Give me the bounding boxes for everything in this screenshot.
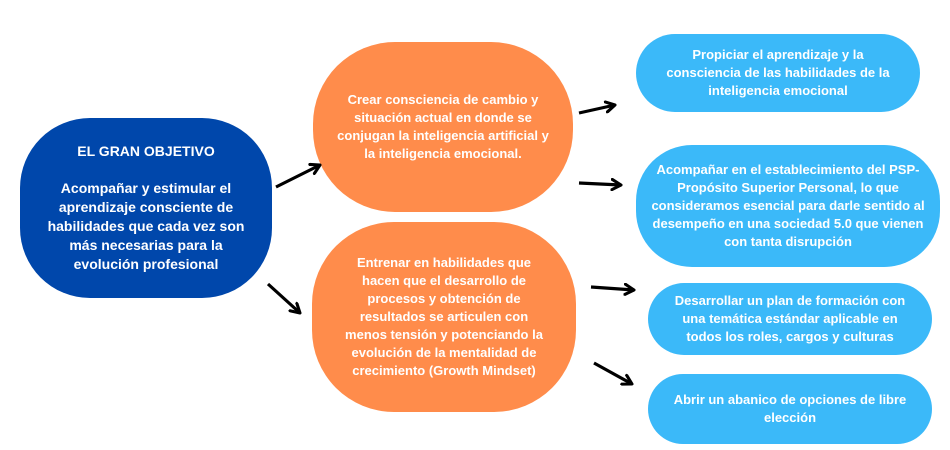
arrow-training-to-outcome-4 [593, 361, 632, 384]
main-objective-text: Acompañar y estimular el aprendizaje con… [47, 179, 245, 273]
arrow-main-to-awareness [275, 165, 320, 189]
middle-node-awareness: Crear consciencia de cambio y situación … [313, 42, 573, 212]
outcome-node-emotional-intelligence: Propiciar el aprendizaje y la conscienci… [636, 34, 920, 112]
outcome-node-options: Abrir un abanico de opciones de libre el… [648, 374, 932, 444]
outcome-text: Desarrollar un plan de formación con una… [674, 293, 906, 344]
arrow-awareness-to-outcome-1 [578, 105, 615, 115]
middle-node-training: Entrenar en habilidades que hacen que el… [312, 222, 576, 412]
outcome-node-psp: Acompañar en el establecimiento del PSP-… [636, 145, 940, 267]
main-objective-node: EL GRAN OBJETIVO Acompañar y estimular e… [20, 118, 272, 298]
outcome-node-training-plan: Desarrollar un plan de formación con una… [648, 283, 932, 355]
arrow-awareness-to-outcome-2 [578, 183, 621, 185]
main-objective-heading: EL GRAN OBJETIVO [77, 142, 215, 159]
middle-node-training-text: Entrenar en habilidades que hacen que el… [345, 255, 543, 378]
outcome-text: Acompañar en el establecimiento del PSP-… [651, 162, 925, 249]
arrow-training-to-outcome-3 [590, 287, 634, 290]
outcome-text: Propiciar el aprendizaje y la conscienci… [666, 47, 890, 98]
middle-node-awareness-text: Crear consciencia de cambio y situación … [337, 92, 549, 161]
outcome-text: Abrir un abanico de opciones de libre el… [673, 392, 907, 425]
arrow-main-to-training [266, 282, 300, 313]
